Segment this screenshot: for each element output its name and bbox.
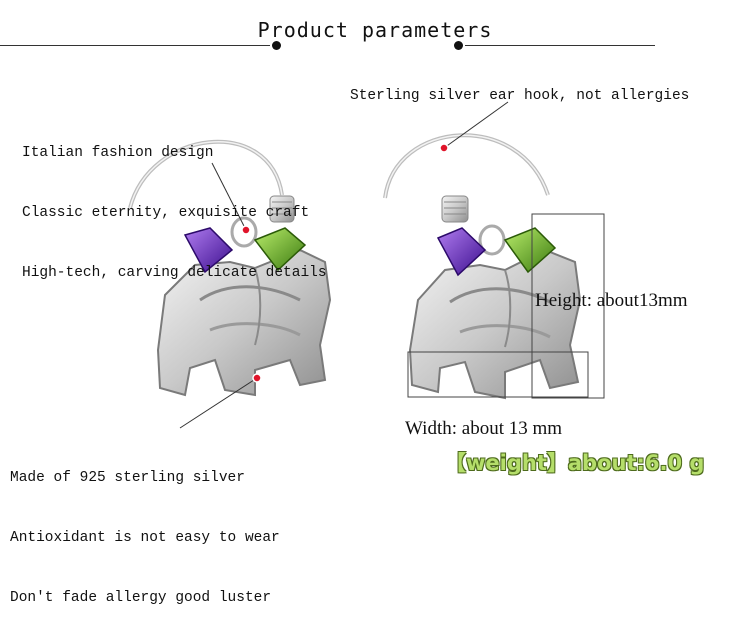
height-label: Height: about13mm — [535, 290, 688, 311]
right-earring-body — [408, 227, 582, 400]
width-measure-box — [407, 351, 589, 398]
design-note-line: High-tech, carving delicate details — [22, 265, 327, 281]
header-rule-dot-right — [454, 41, 463, 50]
material-callout-line — [179, 377, 258, 429]
design-callout-line — [211, 162, 247, 231]
material-notes: Made of 925 sterling silver Antioxidant … — [10, 428, 280, 628]
design-notes: Italian fashion design Classic eternity,… — [22, 103, 327, 303]
header-rule-dot-left — [272, 41, 281, 50]
left-earring-body — [156, 227, 332, 397]
design-callout-dot — [241, 225, 251, 235]
earrings-illustration — [128, 101, 605, 429]
design-note-line: Classic eternity, exquisite craft — [22, 205, 310, 221]
width-label: Width: about 13 mm — [405, 418, 563, 439]
material-note-line: Don't fade allergy good luster — [10, 590, 272, 606]
hook-callout-line — [443, 101, 509, 149]
design-note-line: Italian fashion design — [22, 145, 214, 161]
material-note-line: Antioxidant is not easy to wear — [10, 530, 280, 546]
material-callout-dot — [252, 373, 262, 383]
hook-note: Sterling silver ear hook, not allergies — [350, 88, 690, 104]
header-rule-left — [0, 45, 270, 46]
material-note-line: Made of 925 sterling silver — [10, 470, 245, 486]
left-ear-hook — [128, 139, 295, 248]
hook-callout-dot — [439, 143, 449, 153]
header-rule-right — [465, 45, 655, 46]
height-measure-box — [531, 213, 605, 399]
page-title: Product parameters — [257, 18, 493, 42]
right-ear-hook — [383, 133, 550, 256]
weight-label: 【weight】about:6.0 g — [445, 451, 705, 475]
